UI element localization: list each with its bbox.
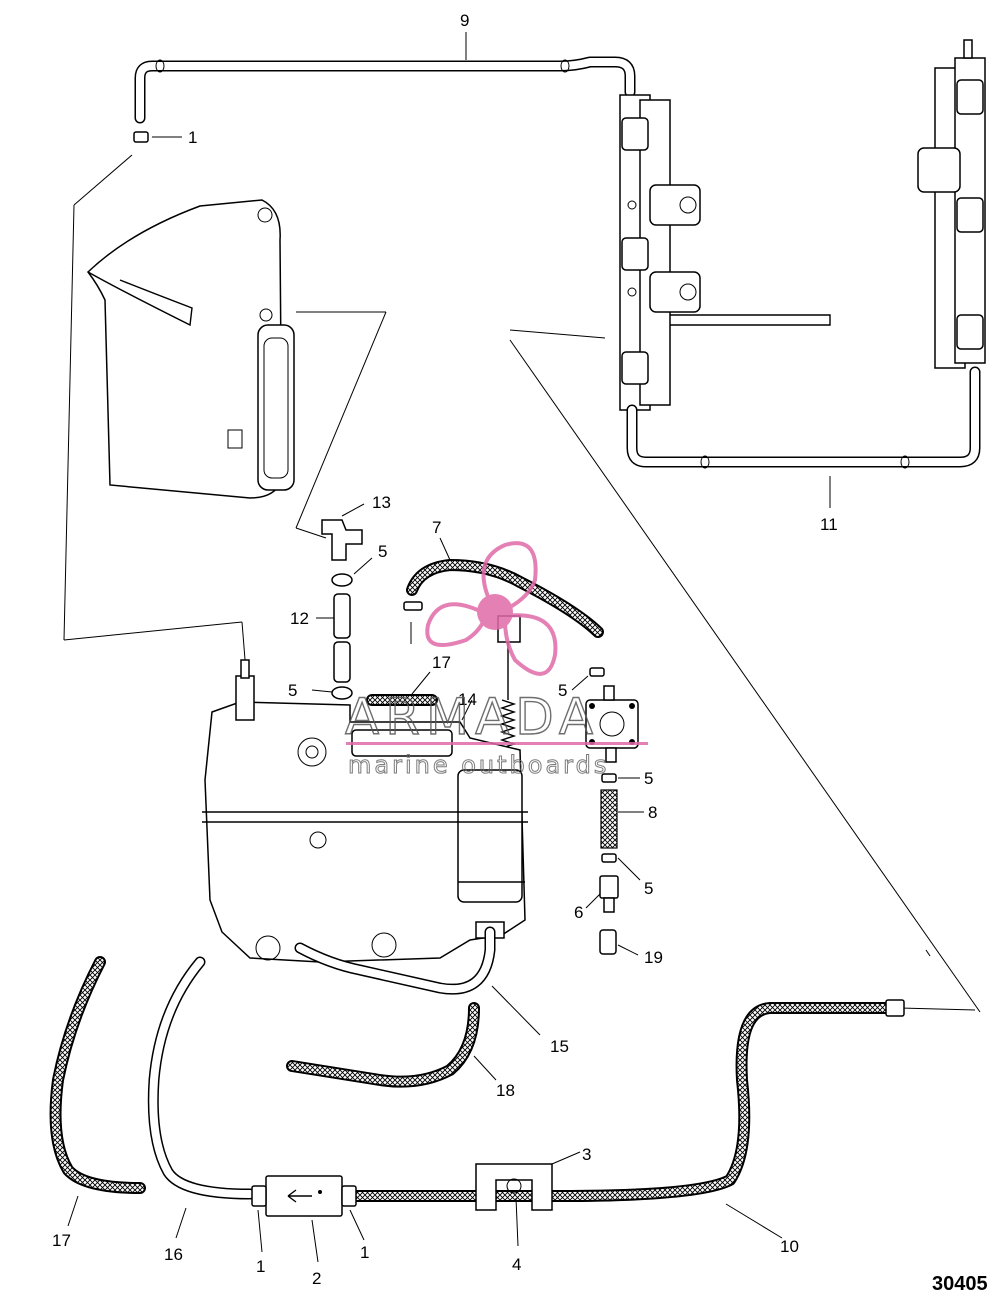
sleeve-part-17-upper — [366, 671, 438, 706]
label-part-5: 5 — [558, 681, 567, 700]
fuel-rail-assembly-right — [917, 39, 986, 369]
label-part-1: 1 — [188, 128, 197, 147]
fuel-tube-part-11 — [626, 366, 981, 508]
label-part-16: 16 — [164, 1245, 183, 1264]
propeller-hub — [477, 594, 513, 630]
label-part-12: 12 — [290, 609, 309, 628]
fuel-filter-part-2 — [265, 1175, 343, 1263]
fitting-part-1-left — [251, 1185, 267, 1253]
fitting-part-1-top — [133, 131, 182, 143]
label-part-1: 1 — [360, 1243, 369, 1262]
clamp-part-5-a — [331, 557, 373, 587]
elbow-fitting-part-13 — [321, 503, 365, 561]
fitting-part-6 — [585, 875, 619, 913]
label-part-5: 5 — [378, 542, 387, 561]
hose-part-8 — [600, 789, 644, 849]
label-part-1: 1 — [256, 1257, 265, 1276]
braided-hose-part-7 — [406, 537, 604, 638]
label-part-10: 10 — [780, 1237, 799, 1256]
label-part-9: 9 — [460, 11, 469, 30]
cap-part-19 — [599, 929, 639, 956]
hose-part-12 — [316, 593, 351, 683]
label-part-18: 18 — [496, 1081, 515, 1100]
label-part-17: 17 — [52, 1231, 71, 1250]
hose-part-15 — [294, 926, 541, 1036]
watermark-tagline: marine outboards — [348, 751, 609, 779]
cover-assembly — [86, 199, 295, 499]
label-part-14: 14 — [458, 690, 477, 709]
clamp-part-5-b — [311, 686, 353, 700]
label-part-5: 5 — [644, 879, 653, 898]
hose-part-16 — [147, 956, 256, 1239]
label-part-6: 6 — [574, 903, 583, 922]
label-part-3: 3 — [582, 1145, 591, 1164]
label-part-4: 4 — [512, 1255, 521, 1274]
clamp-part-5-d — [601, 853, 641, 881]
watermark-underline — [346, 742, 648, 745]
fitting-part-1-right — [341, 1185, 365, 1241]
label-part-5: 5 — [644, 769, 653, 788]
label-part-5: 5 — [288, 681, 297, 700]
assembly-leader-lines — [63, 154, 981, 1013]
label-part-19: 19 — [644, 948, 663, 967]
diagram-number: 30405 — [932, 1273, 988, 1295]
fuel-rail-assembly-left — [619, 94, 831, 411]
label-part-15: 15 — [550, 1037, 569, 1056]
hose-part-10 — [348, 999, 905, 1239]
small-fitting-center — [403, 601, 423, 644]
label-part-7: 7 — [432, 518, 441, 537]
vapor-separator-assembly — [202, 659, 528, 963]
label-part-2: 2 — [312, 1269, 321, 1288]
watermark-brand: ARMADA — [345, 688, 599, 746]
fuel-pump — [571, 667, 639, 763]
part-labels: 9 1 11 13 7 5 12 17 5 14 5 5 8 5 6 19 15… — [52, 11, 838, 1288]
label-part-17: 17 — [432, 653, 451, 672]
label-part-13: 13 — [372, 493, 391, 512]
label-part-8: 8 — [648, 803, 657, 822]
fuel-tube-part-9 — [134, 56, 636, 124]
armada-watermark: ARMADA marine outboards — [344, 541, 648, 780]
clip-part-3-4 — [475, 1151, 581, 1247]
label-part-11: 11 — [820, 515, 838, 534]
propeller-logo-icon — [425, 541, 558, 676]
clamp-part-5-c — [601, 773, 640, 783]
hose-part-18 — [286, 1002, 497, 1088]
hose-part-17-lower — [49, 956, 146, 1227]
